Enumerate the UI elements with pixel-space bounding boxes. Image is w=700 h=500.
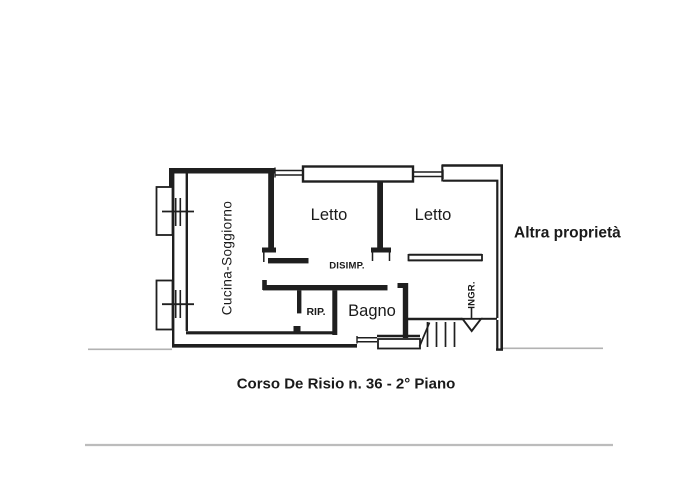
exterior-bottom-wall: [172, 331, 421, 350]
entrance-door-icon: [460, 308, 497, 333]
room-label-cucina-soggiorno: Cucina-Soggiorno: [219, 200, 235, 316]
room-label-letto-2: Letto: [414, 205, 452, 224]
window-top-2: [413, 171, 443, 178]
bagno-window-sill: [377, 338, 421, 350]
adjacent-property-label: Altra proprietà: [514, 224, 621, 242]
entrance-stairs: [406, 317, 463, 347]
interior-door-posts: [263, 252, 391, 262]
plan-caption: Corso De Risio n. 36 - 2° Piano: [236, 375, 456, 393]
room-label-bagno: Bagno: [348, 301, 396, 320]
exterior-right-wall: [441, 164, 503, 351]
interior-walls: [262, 173, 409, 338]
room-label-ripostiglio: RIP.: [306, 305, 326, 318]
exterior-left-wall: [155, 168, 194, 345]
stair-diagonal: [418, 322, 431, 347]
letto2-bottom-wall: [407, 253, 483, 262]
window-top-1: [275, 169, 303, 176]
ground-lines: [88, 347, 603, 351]
exterior-top-wall: [169, 165, 444, 189]
window-bottom: [357, 337, 377, 343]
room-label-ingresso: INGR.: [466, 281, 478, 309]
room-label-disimpegno: DISIMP.: [329, 260, 365, 272]
room-label-letto-1: Letto: [310, 205, 348, 224]
